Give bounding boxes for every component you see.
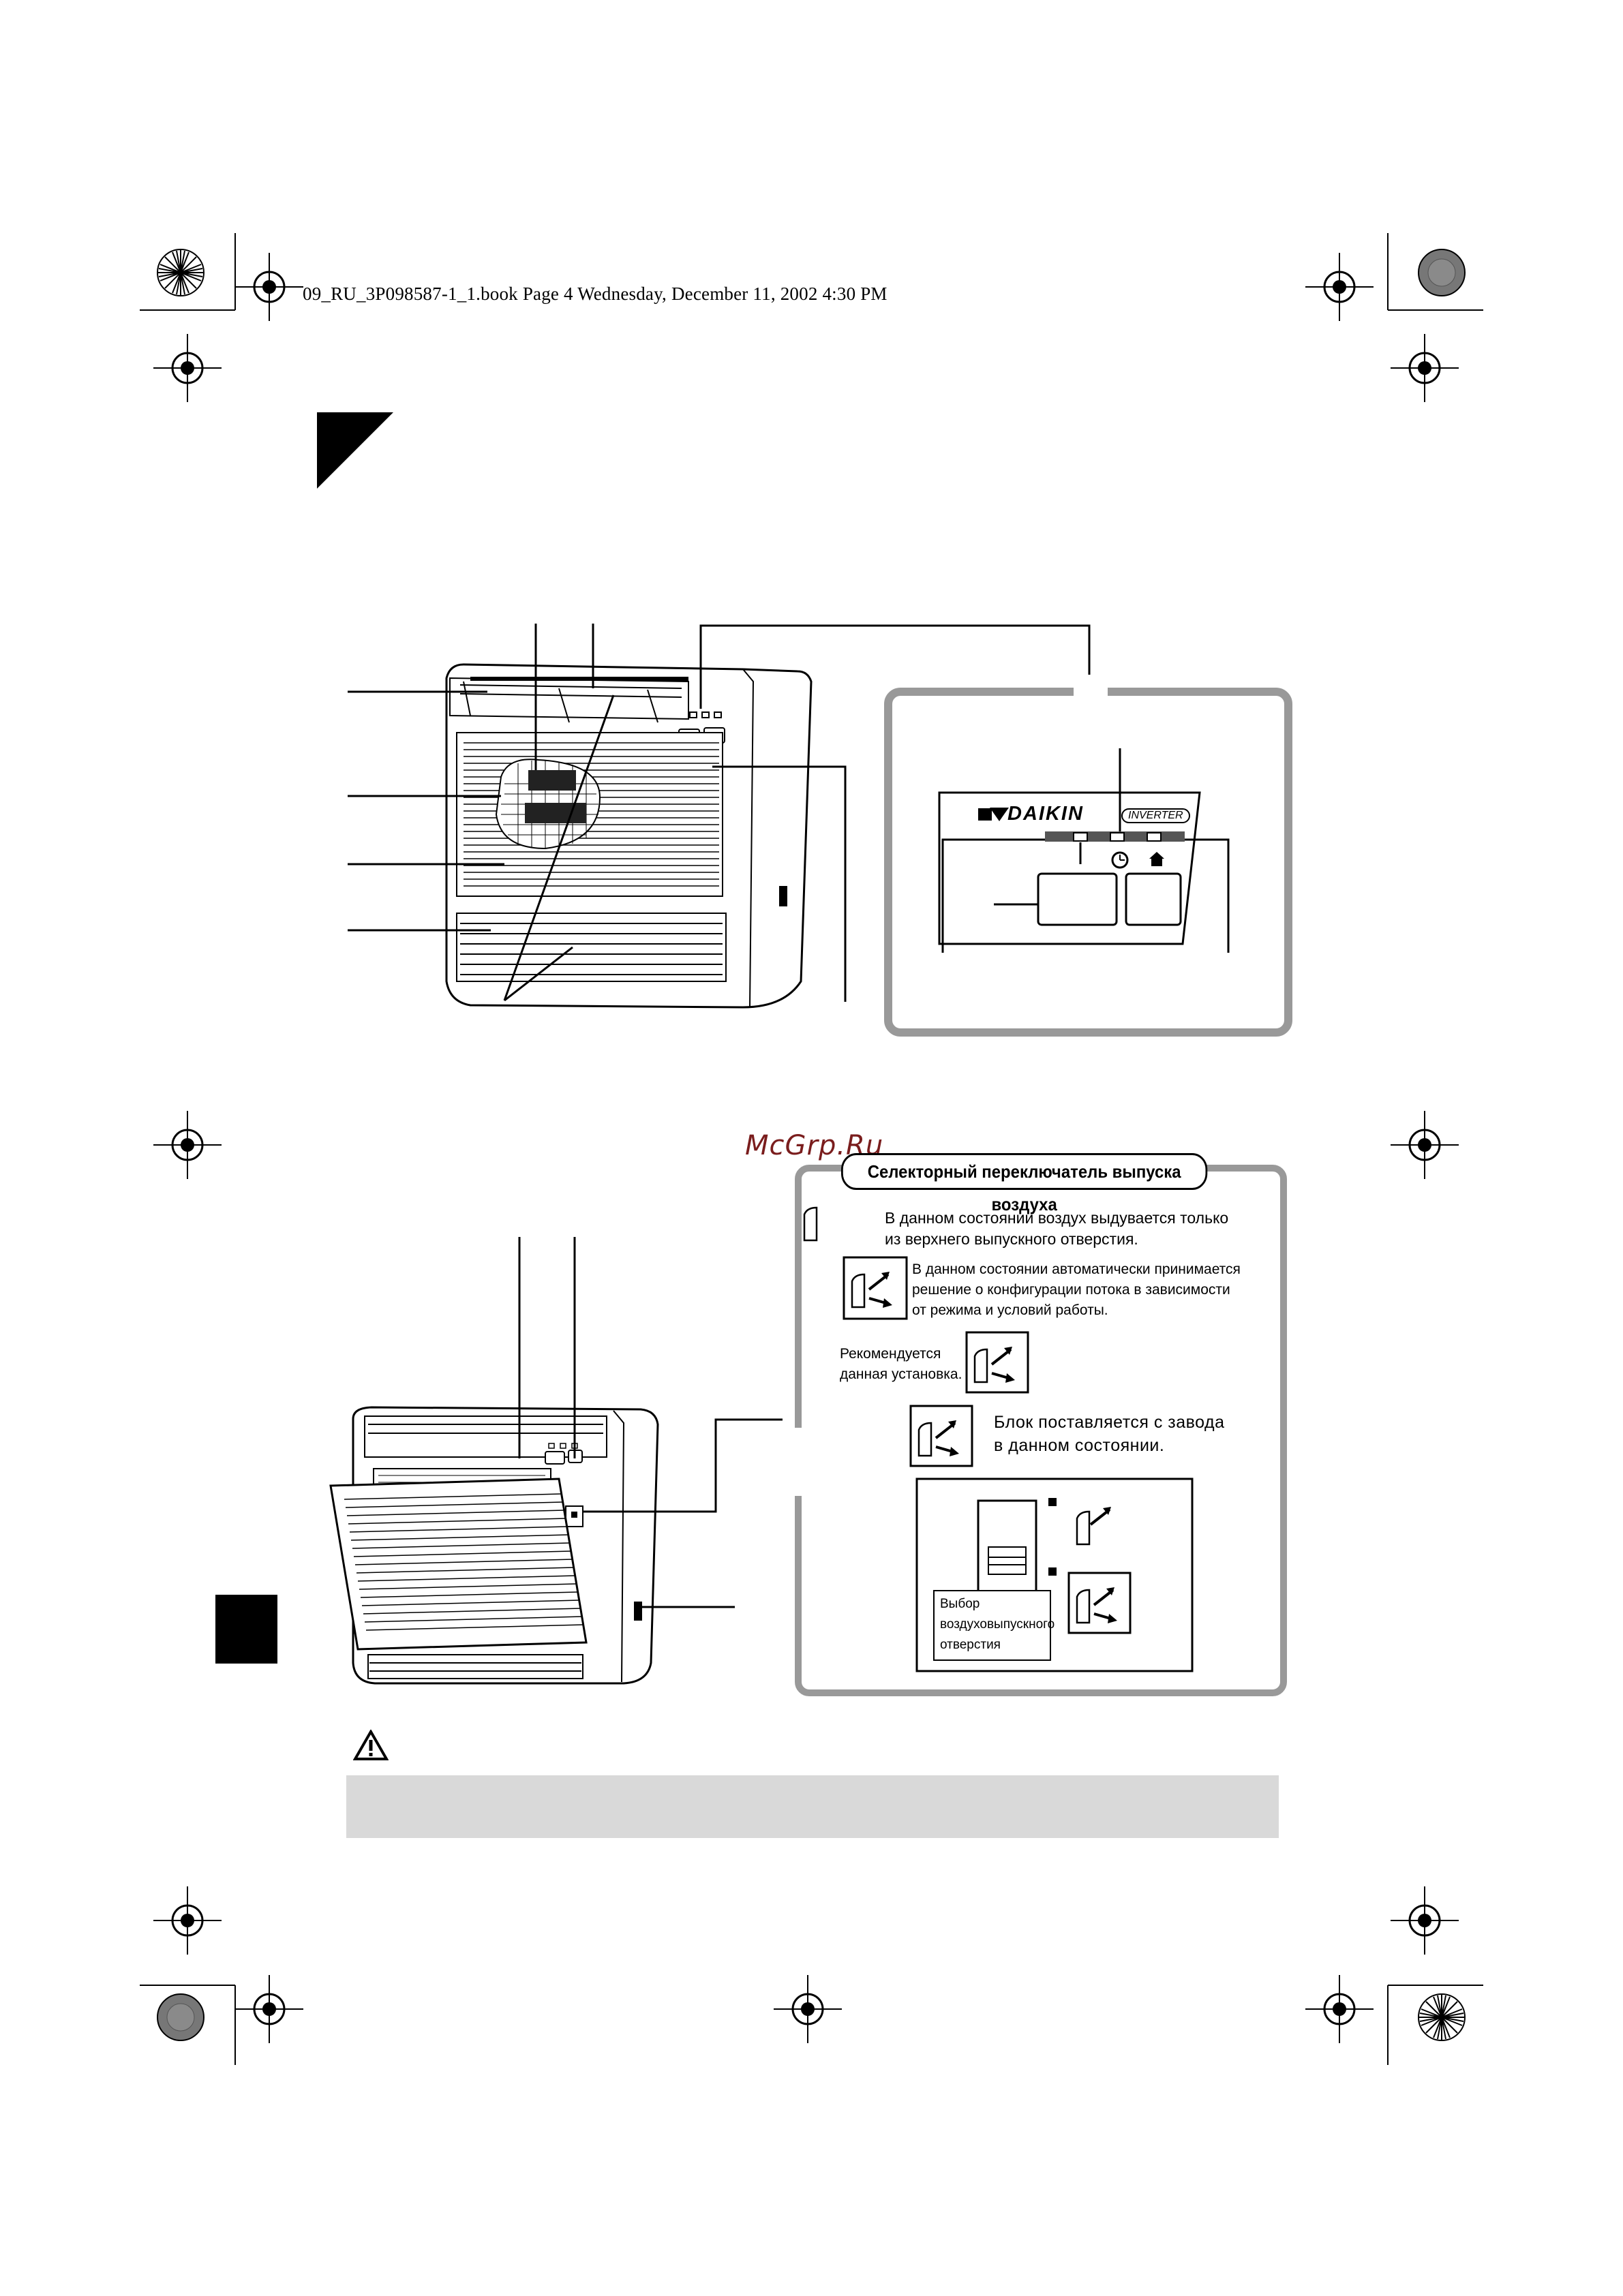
clock-icon xyxy=(1111,851,1129,869)
book-header-line: 09_RU_3P098587-1_1.book Page 4 Wednesday… xyxy=(303,284,888,304)
section-corner-marker xyxy=(317,412,393,489)
option-top-only-line1: В данном состоянии воздух выдувается тол… xyxy=(885,1209,1229,1227)
option-auto-line2: решение о конфигурации потока в зависимо… xyxy=(912,1282,1230,1298)
factory-line2: в данном состоянии. xyxy=(994,1436,1165,1455)
option-auto-line3: от режима и условий работы. xyxy=(912,1302,1108,1318)
switch-label-line2: воздуховыпускного xyxy=(940,1617,1055,1632)
recommended-line2: данная установка. xyxy=(840,1366,962,1382)
option-auto-line1: В данном состоянии автоматически принима… xyxy=(912,1261,1241,1277)
warning-bar xyxy=(346,1775,1279,1838)
house-icon xyxy=(1149,852,1164,866)
inverter-logo: INVERTER xyxy=(1121,808,1190,823)
warning-triangle-icon xyxy=(353,1730,389,1760)
option-top-only-line2: из верхнего выпускного отверстия. xyxy=(885,1230,1138,1248)
switch-label-box: Выбор воздуховыпускного отверстия xyxy=(933,1590,1055,1661)
side-page-tab xyxy=(215,1595,277,1664)
recommended-line1: Рекомендуется xyxy=(840,1346,941,1362)
switch-label-line3: отверстия xyxy=(940,1638,1001,1652)
switch-label-line1: Выбор xyxy=(940,1597,980,1611)
daikin-logo: DAIKIN xyxy=(1007,803,1084,825)
factory-line1: Блок поставляется с завода xyxy=(994,1413,1225,1432)
selector-title: Селекторный переключатель выпуска воздух… xyxy=(841,1153,1208,1214)
